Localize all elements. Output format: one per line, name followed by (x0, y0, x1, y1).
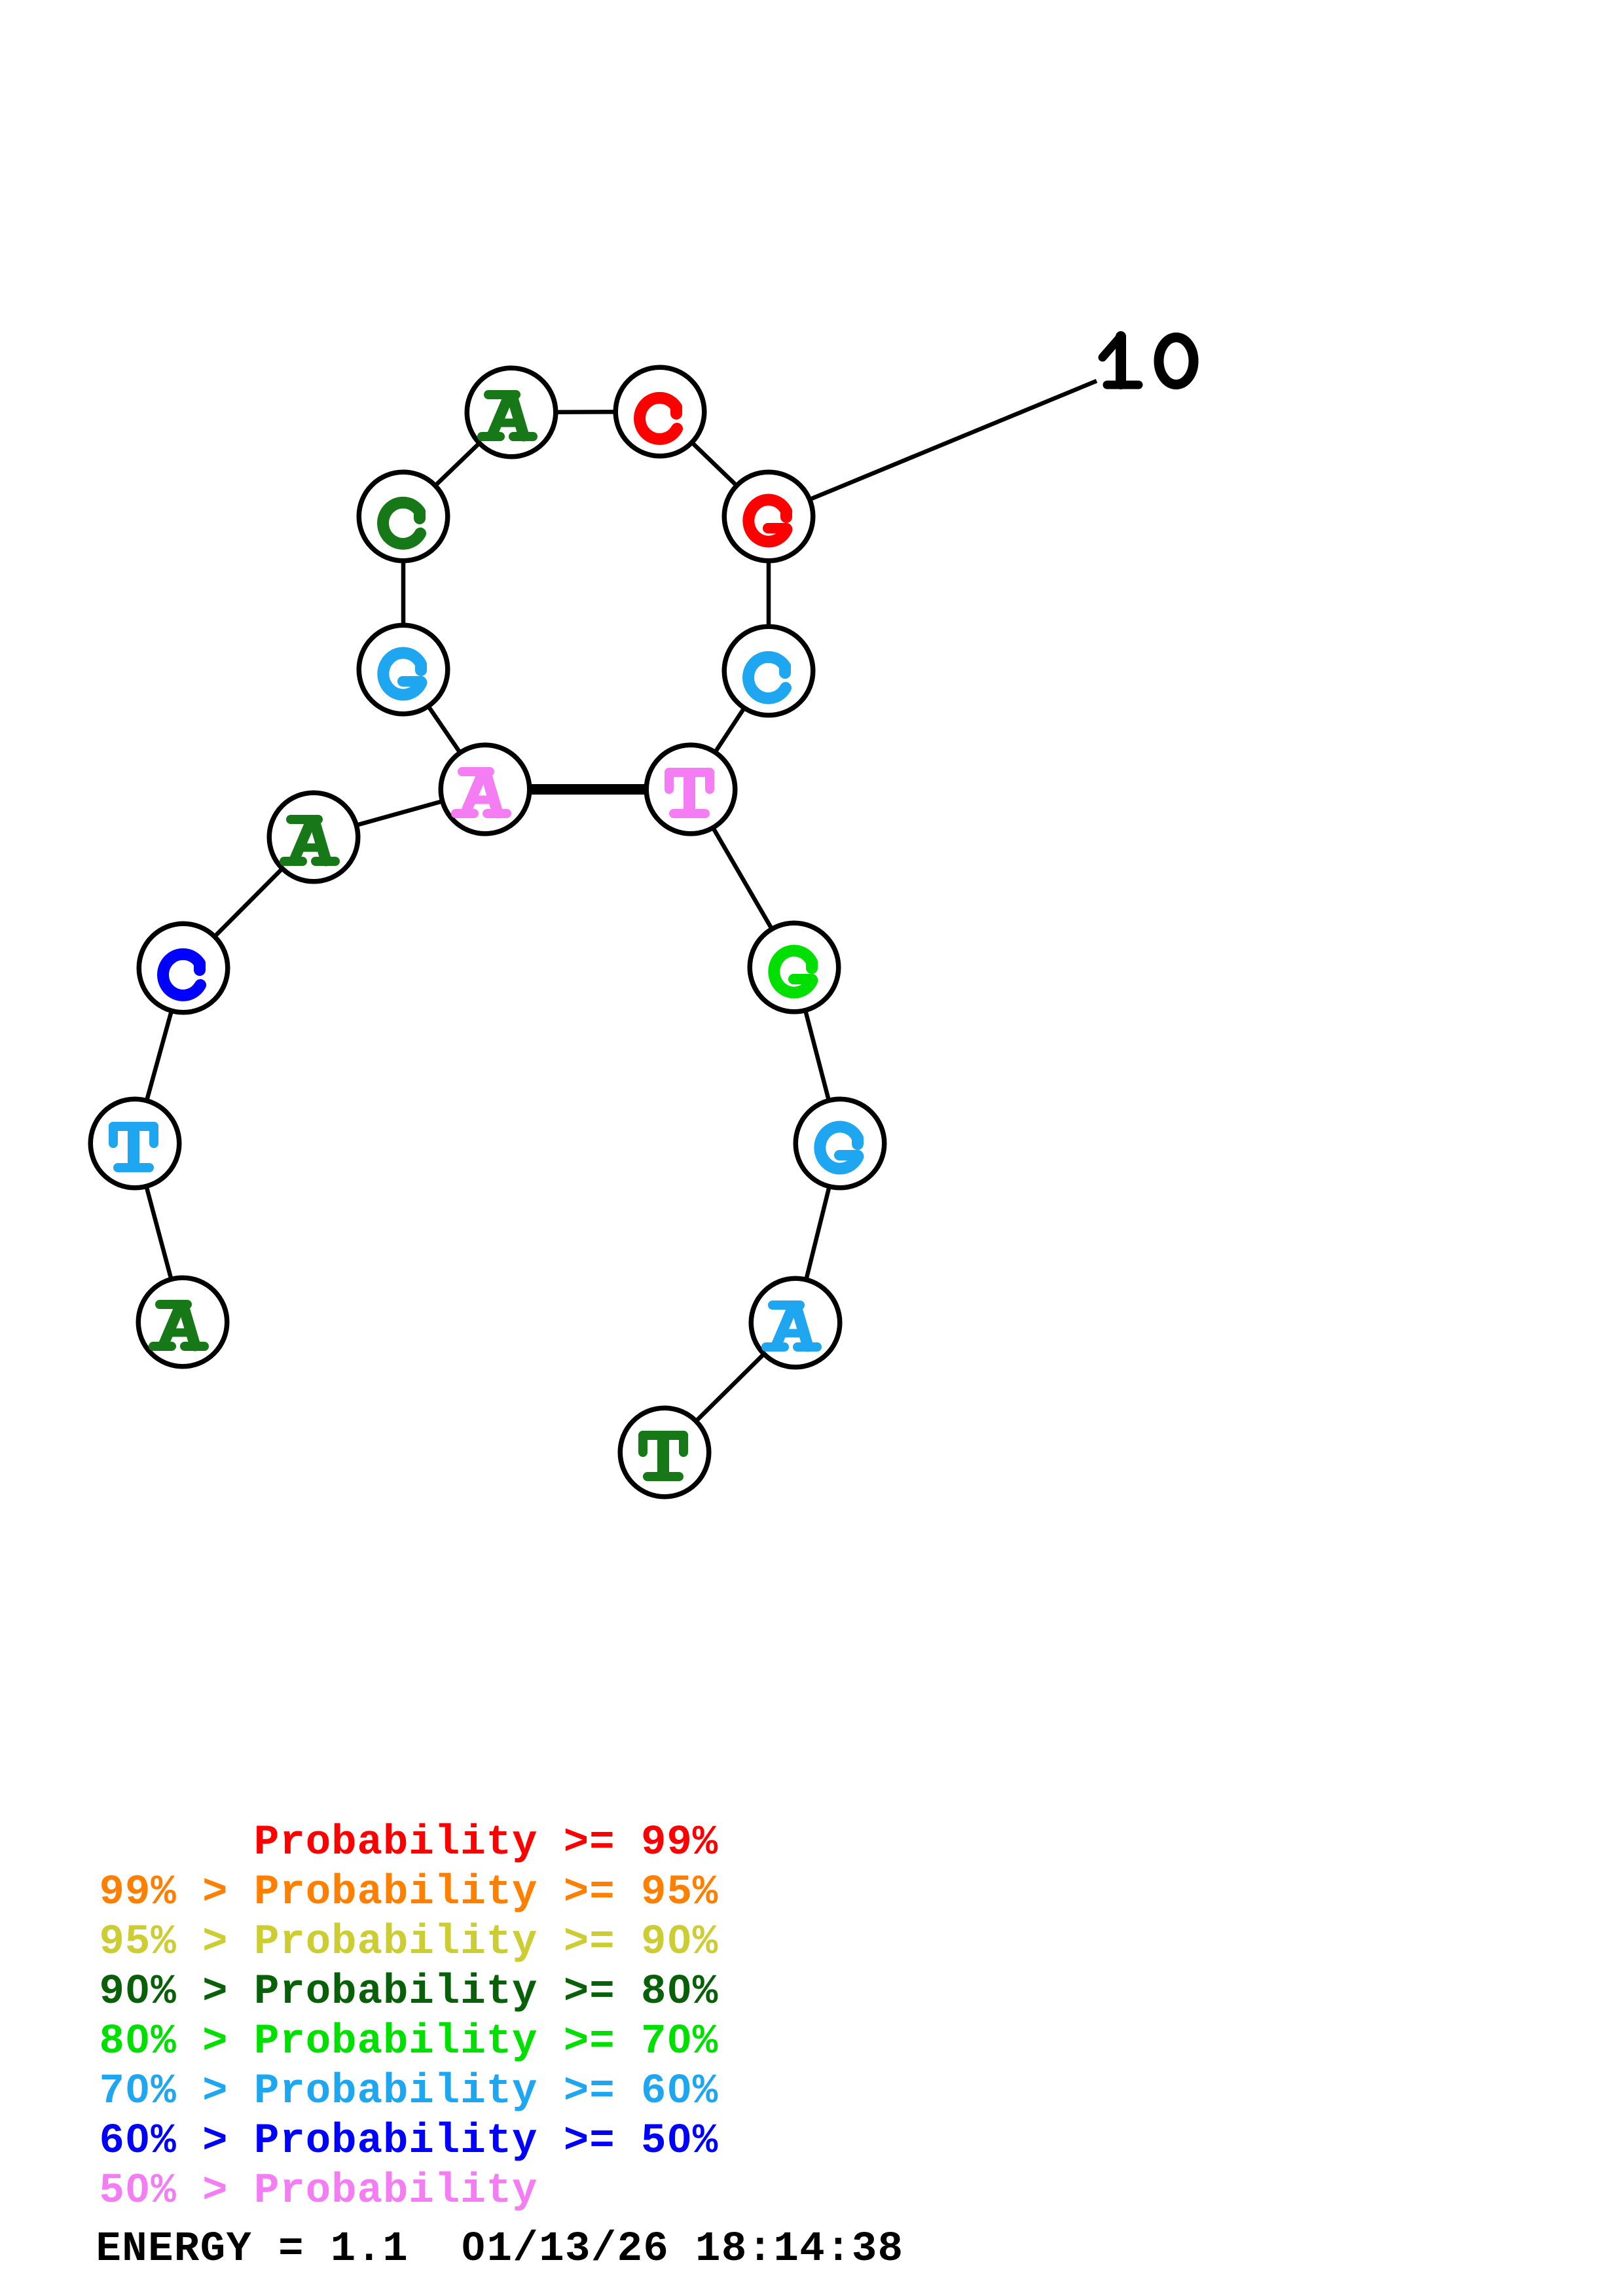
svg-text:50% > Probability: 50% > Probability (100, 2168, 538, 2215)
svg-text:Probability >= 99%: Probability >= 99% (254, 1820, 718, 1867)
svg-text:70% > Probability >= 60%: 70% > Probability >= 60% (100, 2068, 719, 2115)
svg-text:99% > Probability >= 95%: 99% > Probability >= 95% (100, 1869, 719, 1916)
svg-text:95% > Probability >= 90%: 95% > Probability >= 90% (100, 1919, 719, 1966)
svg-text:60% > Probability >= 50%: 60% > Probability >= 50% (100, 2118, 719, 2165)
svg-text:80% > Probability >= 70%: 80% > Probability >= 70% (100, 2018, 719, 2066)
svg-text:ENERGY = 1.1 01/13/26 18:14:3: ENERGY = 1.1 01/13/26 18:14:38 (96, 2226, 904, 2273)
svg-text:90% > Probability >= 80%: 90% > Probability >= 80% (100, 1969, 719, 2016)
